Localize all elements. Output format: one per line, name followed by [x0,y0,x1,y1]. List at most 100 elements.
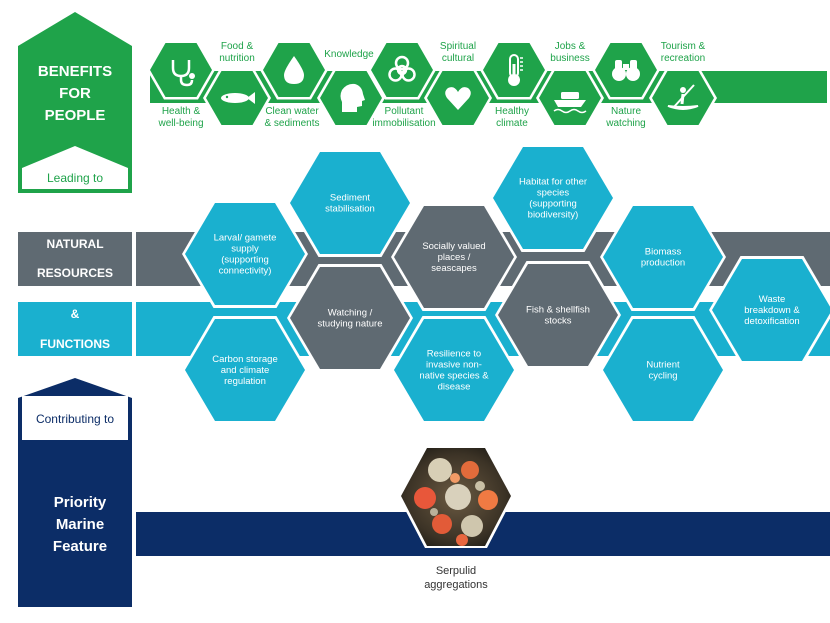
benefits-title-line2: FOR [59,85,91,102]
function-label-line: Nutrient [646,360,680,371]
benefit-item: Jobs &business [536,41,604,128]
priority-subtitle: Contributing to [36,412,114,426]
benefit-label-line1: Jobs & [555,41,586,52]
resources-line1: NATURAL [46,237,103,251]
function-hexagon [603,319,723,421]
function-label-line: invasive non- [426,360,482,371]
function-label-line: stocks [545,316,572,327]
resources-line2: RESOURCES [37,266,113,280]
benefits-title-line3: PEOPLE [45,107,106,124]
benefit-label-line1: Knowledge [324,49,374,60]
feature-label-line2: aggregations [424,579,488,591]
function-hexagon [394,319,514,421]
function-label-line: native species & [419,371,489,382]
function-hexagon-item: Watching /studying nature [287,264,413,372]
benefit-label-line2: business [550,53,589,64]
function-hexagon [603,206,723,308]
benefit-label-line2: well-being [157,118,203,129]
kayak-icon [667,84,699,110]
function-hexagon [493,147,613,249]
benefit-label-line2: cultural [442,53,474,64]
functions-line4: FUNCTIONS [40,337,110,351]
function-label-line: disease [438,382,471,393]
benefit-label-line1: Health & [162,106,201,117]
function-hexagon [290,152,410,254]
function-hexagon [394,206,514,308]
function-label-line: breakdown & [744,305,800,316]
benefit-label-line2: immobilisation [372,118,435,129]
function-label-line: (supporting [529,199,577,210]
function-label-line: Watching / [328,308,373,319]
function-label-line: Resilience to [427,349,481,360]
function-hexagon [185,319,305,421]
biohazard-icon [388,55,416,82]
function-label-line: regulation [224,376,266,387]
priority-line3: Feature [53,538,107,555]
benefit-label-line2: climate [496,118,528,129]
function-label-line: production [641,258,685,269]
benefit-label-line1: Clean water [265,106,319,117]
function-hexagon-item: Habitat for otherspecies(supportingbiodi… [490,144,616,252]
benefit-label-line2: watching [605,118,645,129]
function-hexagon [712,259,830,361]
function-label-line: Biomass [645,247,682,258]
benefit-label-line1: Food & [221,41,254,52]
stethoscope-icon [171,60,195,87]
benefit-label-line1: Healthy [495,106,529,117]
benefits-title-line1: BENEFITS [38,63,112,80]
benefits-subtitle: Leading to [47,171,103,185]
function-label-line: stabilisation [325,204,375,215]
head-icon [340,83,365,112]
function-label-line: Waste [759,294,786,305]
benefit-hexagon [150,43,212,97]
function-label-line: Socially valued [422,241,485,252]
function-label-line: Habitat for other [519,177,587,188]
function-label-line: studying nature [318,319,383,330]
serpulid-photo [398,446,514,548]
function-label-line: Larval/ gamete [214,233,277,244]
function-label-line: connectivity) [219,266,272,277]
functions-line3: & [71,307,80,321]
function-hexagon [290,267,410,369]
fish-icon [221,92,255,104]
benefits-panel: BENEFITS FOR PEOPLE Leading to [18,12,132,193]
feature-label-line1: Serpulid [436,565,476,577]
benefit-item: Tourism &recreation [649,41,717,128]
function-label-line: and climate [221,365,270,376]
function-label-line: cycling [648,371,677,382]
function-label-line: biodiversity) [528,210,579,221]
thermometer-icon [508,54,523,86]
function-label-line: (supporting [221,255,269,266]
priority-panel: Contributing to Priority Marine Feature [18,378,132,607]
benefit-item: Health &well-being [147,40,215,129]
priority-line1: Priority [54,494,107,511]
function-label-line: species [537,188,569,199]
function-label-line: supply [231,244,259,255]
function-label-line: Sediment [330,193,370,204]
function-label-line: places / [438,252,471,263]
water-drop-icon [284,56,304,84]
heart-icon [445,87,471,110]
benefit-label-line1: Pollutant [385,106,424,117]
function-hexagon-item: Larval/ gametesupply(supportingconnectiv… [182,200,308,308]
benefit-item: Clean water& sediments [260,40,328,129]
function-label-line: detoxification [744,316,799,327]
benefit-item: Knowledge [317,49,385,128]
resources-panel: NATURAL RESOURCES & FUNCTIONS [18,232,132,356]
function-label-line: Fish & shellfish [526,305,590,316]
binoculars-icon [612,60,640,81]
benefit-item: Food &nutrition [203,41,271,128]
benefit-label-line2: recreation [661,53,705,64]
